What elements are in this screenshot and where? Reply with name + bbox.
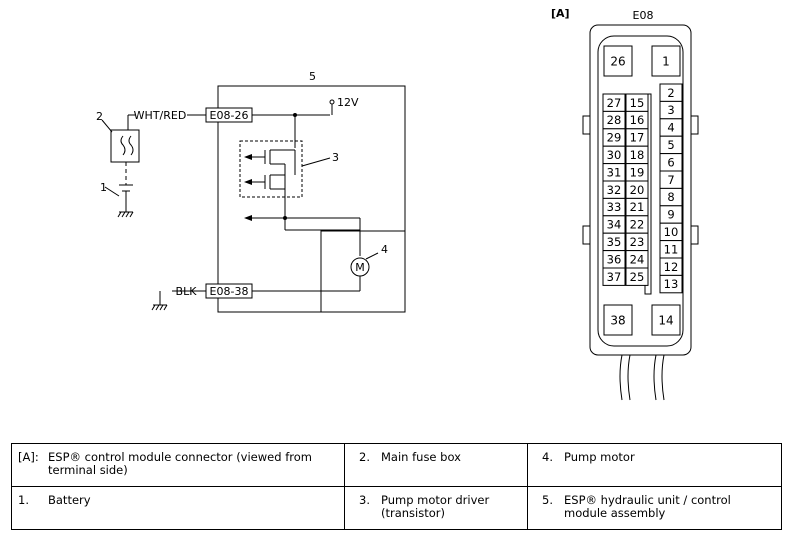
pin-number: 1 xyxy=(662,54,670,68)
motor-subbox xyxy=(320,230,406,313)
legend-table: [A]: ESP® control module connector (viewe… xyxy=(11,443,782,530)
pin-number: 26 xyxy=(610,54,625,68)
pin-number: 14 xyxy=(658,313,673,327)
pin-number: 17 xyxy=(630,131,645,145)
pin-number: 38 xyxy=(610,313,625,327)
pin-number: 31 xyxy=(607,165,622,179)
legend-key: 2. xyxy=(359,450,370,464)
supply-label: 12V xyxy=(337,96,359,109)
pin-cell xyxy=(603,45,633,77)
legend-text: Pump motor driver (transistor) xyxy=(381,493,490,520)
pin-cell xyxy=(602,267,626,286)
legend-key: 5. xyxy=(542,493,553,507)
pin-number: 7 xyxy=(667,173,674,187)
pin-number: 11 xyxy=(664,242,679,256)
legend-text: Main fuse box xyxy=(381,450,461,464)
pin-number: 23 xyxy=(630,235,645,249)
pin-number: 15 xyxy=(630,96,645,110)
terminal-ground: E08-38 xyxy=(210,285,249,298)
pin-number: 30 xyxy=(607,148,622,162)
pin-number: 32 xyxy=(607,183,622,197)
module-box xyxy=(217,85,406,313)
pin-number: 13 xyxy=(664,277,679,291)
pin-number: 18 xyxy=(630,148,645,162)
pin-number: 21 xyxy=(630,200,645,214)
pin-number: 10 xyxy=(664,225,679,239)
driver-box xyxy=(239,140,303,198)
callout-battery: 1 xyxy=(100,181,107,194)
pin-number: 33 xyxy=(607,200,622,214)
pin-number: 4 xyxy=(667,121,674,135)
legend-text: Battery xyxy=(48,493,91,507)
pin-number: 20 xyxy=(630,183,645,197)
fuse-box xyxy=(110,129,140,163)
legend-key: 3. xyxy=(359,493,370,507)
pin-number: 8 xyxy=(667,190,674,204)
legend-key: [A]: xyxy=(18,450,39,464)
pin-number: 25 xyxy=(630,270,645,284)
pin-number: 22 xyxy=(630,218,645,232)
pin-number: 28 xyxy=(607,113,622,127)
pin-number: 27 xyxy=(607,96,622,110)
pin-number: 12 xyxy=(664,260,679,274)
callout-fuse-box: 2 xyxy=(96,110,103,123)
legend-key: 1. xyxy=(18,493,29,507)
view-label: [A] xyxy=(551,7,570,20)
callout-motor: 4 xyxy=(381,243,388,256)
wire-color-ground: BLK xyxy=(176,285,198,298)
pin-number: 29 xyxy=(607,131,622,145)
wire-color-power: WHT/RED xyxy=(134,109,187,122)
legend-text: ESP® hydraulic unit / control module ass… xyxy=(564,493,731,520)
legend-text: ESP® control module connector (viewed fr… xyxy=(48,450,312,477)
wiring-diagram: E08-26 E08-38 WHT/RED BLK 12V 5 3 4 2 1 … xyxy=(96,7,699,401)
pin-cell xyxy=(603,304,633,336)
pin-cell xyxy=(651,304,681,336)
pin-number: 16 xyxy=(630,113,645,127)
pin-number: 5 xyxy=(667,138,674,152)
connector-outline xyxy=(589,24,692,356)
legend-key: 4. xyxy=(542,450,553,464)
legend-text: Pump motor xyxy=(564,450,635,464)
pin-number: 34 xyxy=(607,218,622,232)
pin-number: 2 xyxy=(667,86,674,100)
pin-number: 24 xyxy=(630,252,645,266)
pin-number: 6 xyxy=(667,155,674,169)
pin-number: 9 xyxy=(667,208,674,222)
pin-number: 19 xyxy=(630,165,645,179)
pin-number: 35 xyxy=(607,235,622,249)
terminal-power: E08-26 xyxy=(210,109,249,122)
pin-cell xyxy=(651,45,681,77)
callout-module: 5 xyxy=(309,70,316,83)
pin-number: 36 xyxy=(607,252,622,266)
motor-letter: M xyxy=(355,261,365,274)
pin-number: 3 xyxy=(667,103,674,117)
pin-number: 37 xyxy=(607,270,622,284)
pin-cell xyxy=(625,267,649,286)
callout-driver: 3 xyxy=(332,151,339,164)
pin-cell xyxy=(659,274,683,294)
connector-name: E08 xyxy=(633,9,654,22)
